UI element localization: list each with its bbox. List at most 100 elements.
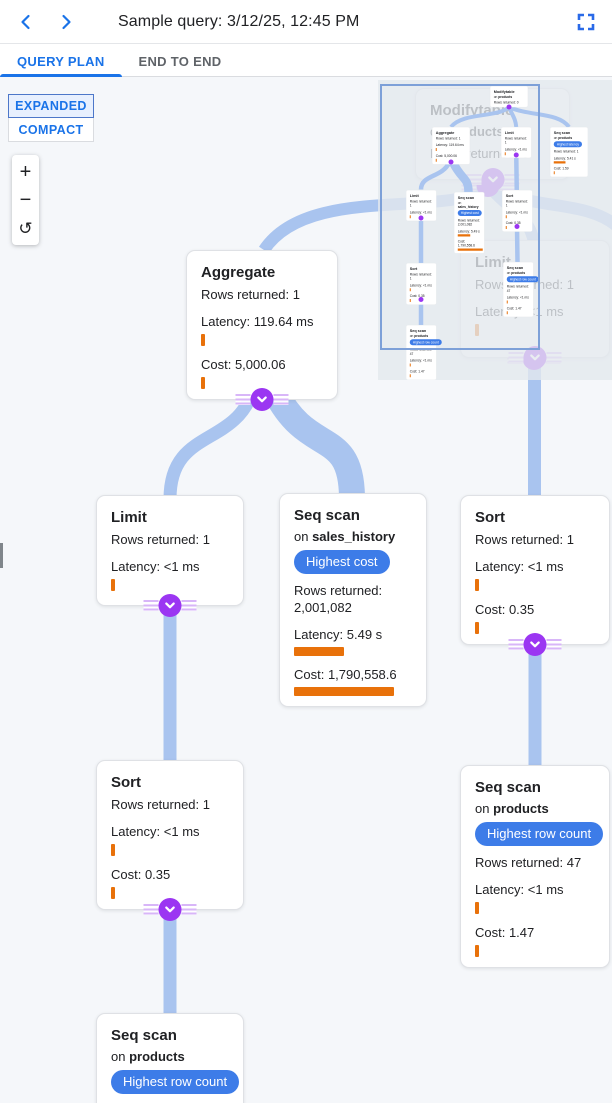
edge-aggregate-limit — [163, 390, 259, 500]
chevron-down-icon — [165, 906, 175, 913]
cost-latency-bar — [435, 148, 437, 151]
node-rows-returned: Rows returned: 1 — [111, 532, 210, 547]
node-title: Seq scan — [409, 328, 427, 333]
cost-latency-bar — [294, 687, 394, 696]
node-rows-returned: Rows returned: 1 — [409, 199, 432, 208]
node-title: Seq scan — [553, 130, 571, 135]
node-cost: Cost: 5,000.06 — [201, 357, 286, 372]
edge-stripe — [181, 904, 197, 915]
zoom-in-button[interactable]: + — [19, 161, 32, 183]
node-rows-returned: Rows returned: 1 — [475, 532, 574, 547]
node-latency: Latency: <1 ms — [506, 295, 529, 300]
node-title: Aggregate — [201, 264, 276, 281]
minimap-connector-dot — [418, 297, 424, 302]
node-cost: Cost: 1.47 — [409, 369, 425, 373]
chevron-down-icon — [165, 602, 175, 609]
node-latency: Latency: <1 ms — [409, 358, 432, 363]
node-latency: Latency: <1 ms — [475, 559, 564, 574]
cost-latency-bar — [435, 158, 437, 162]
cost-latency-bar — [475, 622, 479, 634]
collapse-children-button[interactable] — [235, 388, 289, 411]
cost-latency-bar — [111, 887, 115, 899]
node-latency: Latency: 5.49 s — [457, 229, 480, 233]
node-title: Sort — [409, 266, 418, 271]
node-badge: Highest row count — [111, 1070, 240, 1094]
edge-stripe — [546, 639, 562, 650]
node-latency: Latency: <1 ms — [111, 559, 200, 574]
node-cost: Cost: 1,790,558.6 — [457, 239, 475, 248]
minimap-connector-dot — [448, 159, 454, 165]
cost-latency-bar — [553, 161, 566, 164]
node-title: Limit — [409, 193, 419, 198]
cost-latency-bar — [201, 334, 205, 346]
node-latency: Latency: <1 ms — [409, 210, 432, 214]
tab-bar: QUERY PLAN END TO END — [0, 45, 612, 77]
cost-latency-bar — [475, 579, 479, 591]
node-latency: Latency: 119.64 ms — [201, 314, 314, 329]
tab-end-to-end[interactable]: END TO END — [138, 53, 222, 69]
reset-view-button[interactable]: ↺ — [18, 218, 33, 238]
node-title: Sort — [505, 193, 514, 198]
cost-latency-bar — [111, 579, 115, 591]
node-table-label: on sales_history — [457, 201, 479, 209]
edge-stripe — [181, 600, 197, 611]
fullscreen-button[interactable] — [568, 4, 604, 40]
node-badge: Highest row count — [409, 339, 442, 346]
cost-latency-bar — [504, 152, 506, 156]
collapse-children-button[interactable] — [143, 594, 197, 617]
node-badge: Highest cost — [457, 210, 482, 216]
minimap-viewport[interactable] — [380, 84, 540, 350]
chevron-right-icon — [62, 14, 71, 29]
compact-button[interactable]: COMPACT — [8, 118, 94, 142]
node-rows-returned: Rows returned: 0 — [493, 100, 519, 105]
node-title: Sort — [475, 509, 505, 526]
collapse-children-button[interactable] — [508, 633, 562, 656]
page-title: Sample query: 3/12/25, 12:45 PM — [118, 12, 360, 30]
node-badge: Highest cost — [294, 550, 390, 574]
node-rows-returned: Rows returned: 47 — [506, 284, 529, 293]
cost-latency-bar — [506, 311, 508, 315]
collapse-children-button[interactable] — [143, 898, 197, 921]
minimap-connector-dot — [418, 215, 424, 221]
scrollbar-thumb[interactable] — [0, 543, 3, 568]
edge-stripe — [143, 600, 159, 611]
node-badge: Highest latency — [553, 141, 582, 148]
tab-query-plan[interactable]: QUERY PLAN — [0, 45, 122, 77]
edge-stripe — [143, 904, 159, 915]
node-cost: Cost: 0.35 — [409, 294, 425, 298]
zoom-out-button[interactable]: − — [19, 189, 32, 211]
node-rows-returned: Rows returned: 1 — [505, 199, 528, 208]
node-title: Seq scan — [506, 265, 524, 270]
node-latency: Latency: 5.49 s — [294, 627, 383, 642]
header: Sample query: 3/12/25, 12:45 PM — [0, 0, 612, 44]
chevron-left-icon — [21, 14, 30, 29]
previous-query-button[interactable] — [6, 4, 46, 40]
view-mode-toggle: EXPANDED COMPACT — [8, 94, 94, 142]
node-latency: Latency: <1 ms — [504, 147, 527, 151]
node-title: Seq scan — [294, 507, 360, 524]
node-latency: Latency: 5.41 s — [553, 156, 576, 160]
next-query-button[interactable] — [46, 4, 86, 40]
expanded-button[interactable]: EXPANDED — [8, 94, 94, 118]
cost-latency-bar — [111, 844, 115, 856]
node-title: Seq scan — [475, 779, 541, 796]
node-table-label: on products — [506, 271, 526, 275]
cost-latency-bar — [475, 902, 479, 914]
node-cost: Cost: 5,000.06 — [435, 153, 457, 158]
